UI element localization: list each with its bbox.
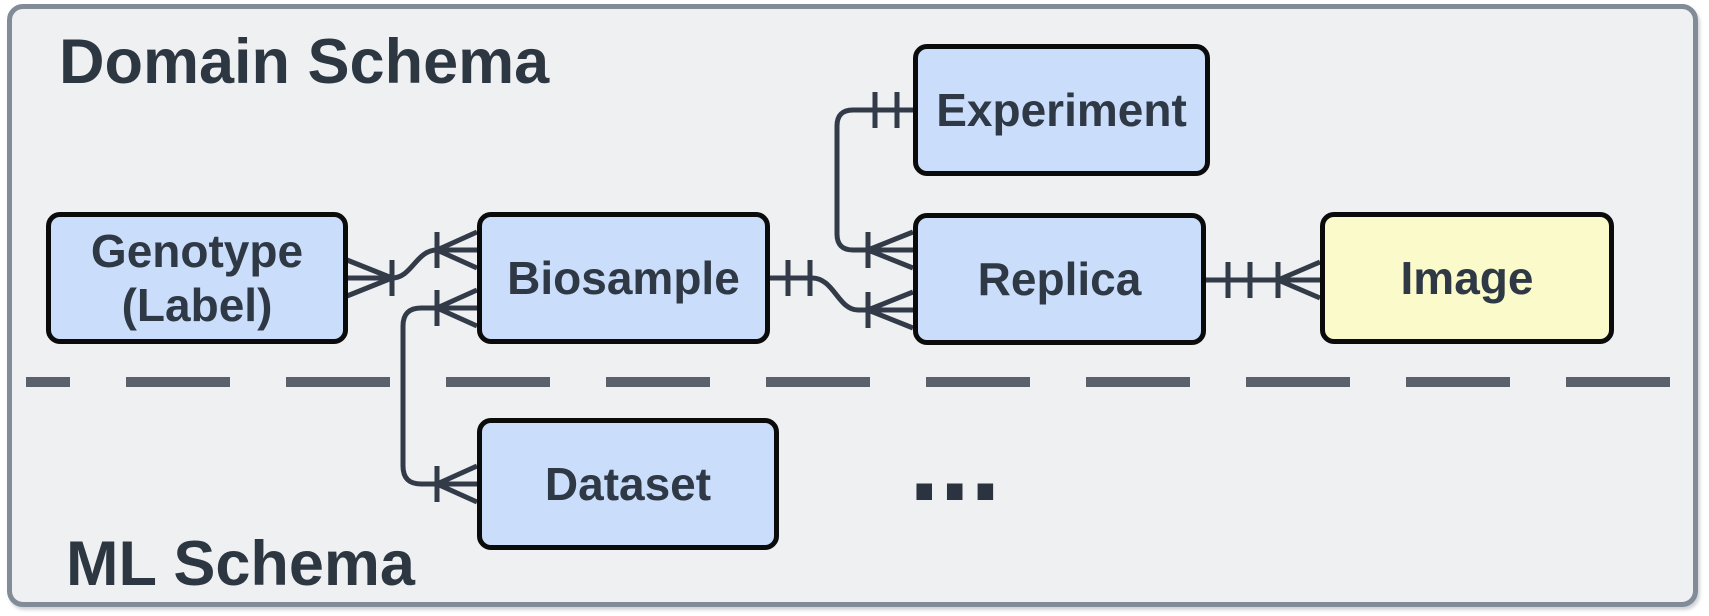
entity-image: Image [1320, 212, 1614, 344]
ellipsis-more-entities: ... [909, 401, 1001, 524]
entity-dataset: Dataset [477, 418, 779, 550]
entity-label: Genotype (Label) [90, 224, 304, 331]
ml-schema-title: ML Schema [66, 529, 415, 599]
entity-label: Dataset [544, 457, 712, 510]
entity-label: Replica [977, 252, 1142, 305]
entity-label: Biosample [507, 251, 740, 304]
entity-label: Image [1400, 251, 1534, 304]
entity-replica: Replica [913, 213, 1206, 345]
entity-label: Experiment [936, 83, 1187, 136]
entity-experiment: Experiment [913, 44, 1210, 176]
domain-schema-title: Domain Schema [59, 27, 550, 97]
entity-genotype-label: Genotype (Label) [46, 212, 348, 344]
entity-biosample: Biosample [477, 212, 770, 344]
